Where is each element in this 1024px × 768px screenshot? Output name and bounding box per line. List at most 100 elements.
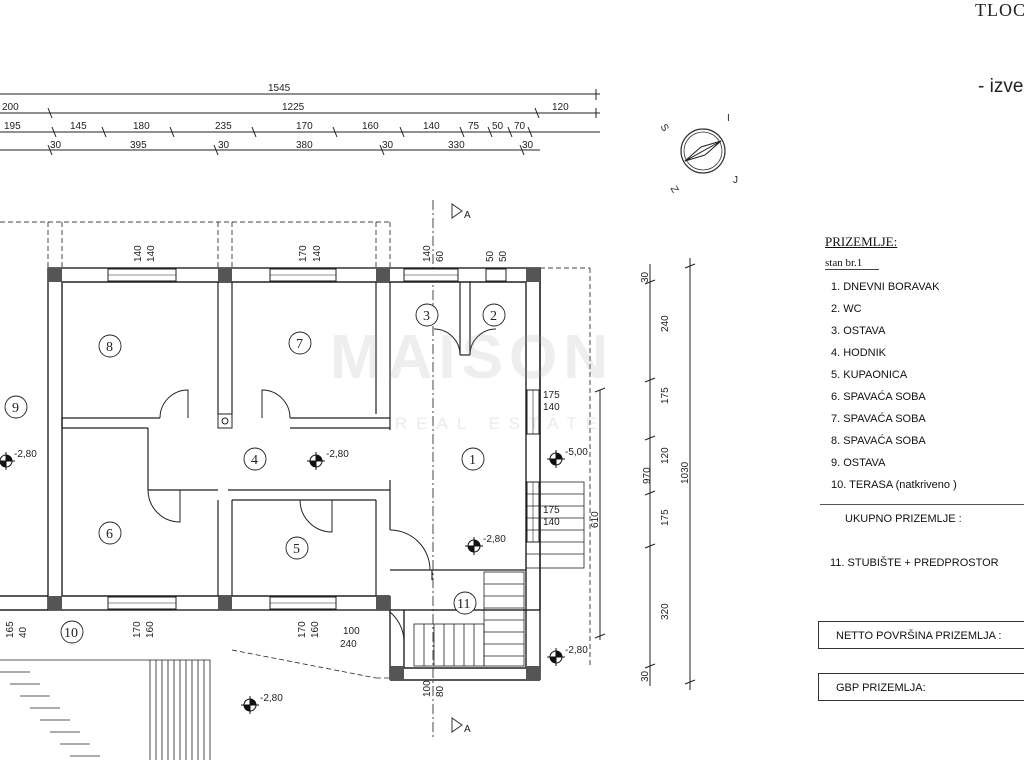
compass-s-label: S [658, 122, 671, 134]
room-9-number: 9 [12, 401, 19, 416]
exterior-walls [0, 267, 541, 681]
level-marker [307, 452, 325, 470]
legend-list: 1. DNEVNI BORAVAK 2. WC 3. OSTAVA 4. HOD… [818, 276, 1024, 496]
legend-item: 3. OSTAVA [831, 325, 886, 337]
dim-label: 170 [298, 245, 309, 262]
window-panes [108, 274, 534, 604]
interior-walls [61, 282, 526, 596]
legend-item: 4. HODNIK [831, 347, 887, 359]
dim-label: 100 [422, 680, 433, 697]
door-swings [147, 328, 497, 641]
room-1-number: 1 [469, 453, 476, 468]
section-axis [432, 200, 463, 740]
dim-label: 60 [435, 250, 446, 262]
dim-label: 30 [640, 271, 651, 283]
dim-label: 145 [70, 121, 87, 132]
section-mark: A [464, 210, 471, 221]
dim-label: 30 [640, 670, 651, 682]
dim-label: 50 [498, 250, 509, 262]
dim-label: 100 [343, 626, 360, 637]
dim-label: 320 [660, 603, 671, 620]
dim-label: 240 [660, 315, 671, 332]
level-label: -2,80 [483, 534, 506, 545]
dim-label: 1030 [680, 461, 691, 484]
room-5-number: 5 [293, 542, 300, 557]
dimension-labels: 1545 200 1225 120 195 145 180 235 170 16… [2, 83, 691, 697]
level-marker [241, 696, 259, 714]
dim-label: 610 [590, 511, 601, 528]
legend-item: 2. WC [831, 303, 862, 315]
level-marker [0, 452, 15, 470]
gbp-area-label: GBP PRIZEMLJA: [836, 682, 926, 694]
legend-item: 7. SPAVAĆA SOBA [831, 413, 926, 425]
dim-label: 75 [468, 121, 480, 132]
dim-overall: 1545 [268, 83, 291, 94]
room-8-number: 8 [106, 340, 113, 355]
room-10-number: 10 [64, 626, 78, 641]
terrace-outline [0, 221, 591, 668]
interior-stairs [413, 481, 585, 667]
room-6-number: 6 [106, 527, 113, 542]
dim-label: 170 [132, 621, 143, 638]
level-label: -2,80 [14, 449, 37, 460]
dim-label: 140 [312, 245, 323, 262]
room-markers [4, 303, 506, 644]
legend-item: 5. KUPAONICA [831, 369, 908, 381]
level-marker [465, 537, 483, 555]
compass-z-label: Z [668, 184, 681, 195]
dim-label: 165 [5, 621, 16, 638]
dim-label: 970 [642, 467, 653, 484]
compass-i-label: I [727, 113, 730, 124]
dim-label: 30 [382, 140, 394, 151]
dim-label: 140 [423, 121, 440, 132]
level-label: -2,80 [326, 449, 349, 460]
room-3-number: 3 [423, 309, 430, 324]
dim-label: 140 [133, 245, 144, 262]
dim-label: 170 [296, 121, 313, 132]
room-11-number: 11 [457, 597, 470, 612]
dim-label: 395 [130, 140, 147, 151]
sheet-subtitle: - izve [978, 76, 1024, 97]
legend-item: 1. DNEVNI BORAVAK [831, 281, 940, 293]
dim-label: 120 [552, 102, 569, 113]
dim-label: 175 [543, 505, 560, 516]
gbp-area-box: GBP PRIZEMLJA: [818, 673, 1024, 701]
dim-label: 175 [660, 509, 671, 526]
dim-label: 180 [133, 121, 150, 132]
room-2-number: 2 [490, 309, 497, 324]
watermark-tagline: REAL ESTATE [395, 414, 607, 433]
dim-label: 140 [146, 245, 157, 262]
dim-label: 40 [18, 626, 29, 638]
dim-label: 140 [422, 245, 433, 262]
dim-label: 50 [485, 250, 496, 262]
dim-label: 80 [435, 685, 446, 697]
dim-label: 200 [2, 102, 19, 113]
watermark-logo: MAISON [330, 323, 614, 392]
level-marker [547, 648, 565, 666]
dim-label: 120 [660, 447, 671, 464]
legend-title: PRIZEMLJE: [825, 234, 898, 249]
level-marker [547, 450, 565, 468]
section-mark: A [464, 724, 471, 735]
dim-label: 30 [218, 140, 230, 151]
dim-label: 240 [340, 639, 357, 650]
dim-label: 1225 [282, 102, 305, 113]
compass-rose: S I Z J [658, 113, 738, 195]
room-legend: PRIZEMLJE: stan br.1 1. DNEVNI BORAVAK 2… [818, 234, 1024, 496]
netto-area-box: NETTO POVRŠINA PRIZEMLJA : [818, 621, 1024, 649]
legend-divider [820, 504, 1024, 505]
level-markers [0, 450, 565, 714]
total-ground-floor-label: UKUPNO PRIZEMLJE : [845, 513, 962, 525]
dim-label: 160 [145, 621, 156, 638]
dim-label: 30 [522, 140, 534, 151]
level-label: -2,80 [260, 693, 283, 704]
dim-label: 160 [310, 621, 321, 638]
legend-item: 9. OSTAVA [831, 457, 886, 469]
dim-label: 170 [297, 621, 308, 638]
dim-label: 30 [50, 140, 62, 151]
dimension-lines [0, 89, 696, 690]
dim-label: 70 [514, 121, 526, 132]
legend-item: 6. SPAVAĆA SOBA [831, 391, 926, 403]
chimney [217, 413, 233, 429]
